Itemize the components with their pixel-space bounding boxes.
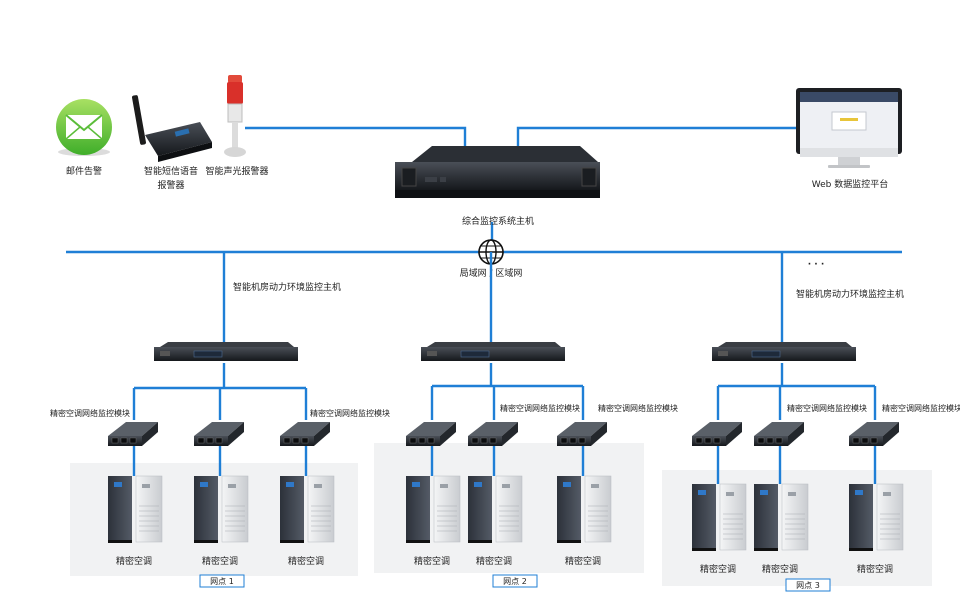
ac-module-label: 精密空调网络监控模块 [787,403,867,413]
sites-layer: 智能机房动力环境监控主机精密空调网络监控模块精密空调网络监控模块精密空调精密空调… [50,252,960,592]
ac-network-module-icon [557,422,607,446]
precision-ac-unit-icon [468,475,523,543]
email-alert-label: 邮件告警 [66,165,102,177]
precision-ac-label: 精密空调 [857,563,893,575]
site-name-label: 网点 3 [796,581,820,590]
precision-ac-label: 精密空调 [116,555,152,567]
more-sites-ellipsis: · · · [808,260,825,270]
precision-ac-label: 精密空调 [288,555,324,567]
precision-ac-label: 精密空调 [565,555,601,567]
env-host-label: 智能机房动力环境监控主机 [796,288,904,300]
precision-ac-unit-icon [108,475,163,543]
site-name-label: 网点 1 [210,577,234,586]
ac-module-label: 精密空调网络监控模块 [882,403,960,413]
precision-ac-unit-icon [692,483,747,551]
env-monitoring-host-icon [712,342,856,361]
ac-network-module-icon [280,422,330,446]
site-name-tag: 网点 1 [199,574,245,588]
sms-alarm-label-line2: 报警器 [157,179,184,191]
precision-ac-unit-icon [557,475,612,543]
wire-alarm-to-host [245,126,467,146]
ac-module-label: 精密空调网络监控模块 [500,403,580,413]
sms-alarm-device-icon [132,95,212,162]
email-alert-icon [56,99,112,156]
precision-ac-unit-icon [754,483,809,551]
signal-light-alarm-icon [224,75,246,157]
ac-module-label: 精密空调网络监控模块 [598,403,678,413]
ac-network-module-icon [194,422,244,446]
sms-alarm-label-line1: 智能短信语音 [144,165,198,177]
site-name-tag: 网点 2 [492,574,538,588]
precision-ac-unit-icon [406,475,461,543]
env-monitoring-host-icon [421,342,565,361]
monitoring-host-label: 综合监控系统主机 [462,215,534,227]
ac-network-module-icon [468,422,518,446]
precision-ac-label: 精密空调 [762,563,798,575]
signal-light-alarm-label: 智能声光报警器 [205,165,268,177]
web-monitor-platform-icon [796,88,902,168]
ac-network-module-icon [406,422,456,446]
ac-network-module-icon [754,422,804,446]
ac-network-module-icon [108,422,158,446]
ac-network-module-icon [692,422,742,446]
precision-ac-label: 精密空调 [202,555,238,567]
site-name-tag: 网点 3 [785,578,831,592]
env-host-label: 智能机房动力环境监控主机 [233,281,341,293]
ac-network-module-icon [849,422,899,446]
site-name-label: 网点 2 [503,577,527,586]
precision-ac-label: 精密空调 [700,563,736,575]
web-monitor-platform-label: Web 数据监控平台 [812,178,888,190]
precision-ac-unit-icon [849,483,904,551]
ac-module-label: 精密空调网络监控模块 [310,408,390,418]
precision-ac-label: 精密空调 [414,555,450,567]
wire-host-to-web [516,126,800,146]
precision-ac-unit-icon [194,475,249,543]
ac-module-label: 精密空调网络监控模块 [50,408,130,418]
precision-ac-label: 精密空调 [476,555,512,567]
precision-ac-unit-icon [280,475,335,543]
monitoring-host-server-icon [395,146,600,198]
env-monitoring-host-icon [154,342,298,361]
